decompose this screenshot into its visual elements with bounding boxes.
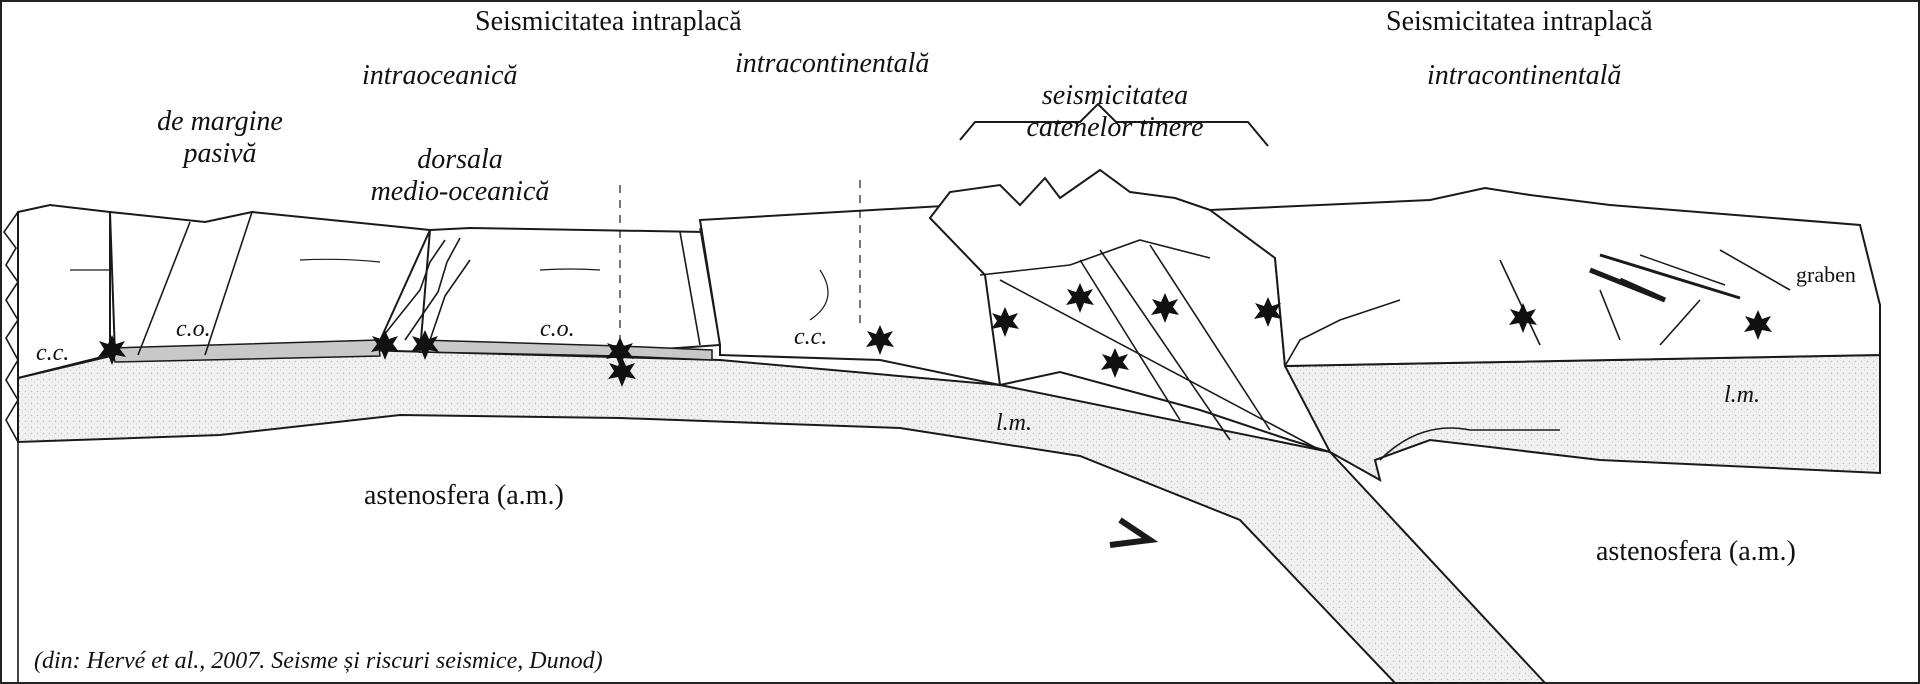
young-chains-line-2: catenelor tinere — [995, 112, 1235, 144]
label-intracontinental-mid: intracontinentală — [735, 48, 929, 80]
label-mid-ocean-ridge: dorsala medio-oceanică — [355, 144, 565, 208]
label-graben: graben — [1796, 262, 1856, 287]
label-lm-right: l.m. — [1724, 382, 1760, 410]
ridge-line-1: dorsala — [355, 144, 565, 176]
ridge-line-2: medio-oceanică — [355, 176, 565, 208]
label-intracontinental-right: intracontinentală — [1427, 60, 1621, 92]
label-co-left: c.o. — [176, 316, 211, 344]
label-lm-mid: l.m. — [996, 410, 1032, 438]
passive-margin-line-1: de margine — [140, 106, 300, 138]
label-asthenosphere-left: astenosfera (a.m.) — [364, 480, 564, 512]
title-intraplate-left: Seismicitatea intraplacă — [475, 6, 742, 38]
passive-margin-line-2: pasivă — [140, 138, 300, 170]
label-cc-mid: c.c. — [794, 324, 827, 352]
oceanic-crust-left — [110, 212, 430, 355]
label-co-mid: c.o. — [540, 316, 575, 344]
title-intraplate-right: Seismicitatea intraplacă — [1386, 6, 1653, 38]
label-intraoceanic: intraoceanică — [362, 60, 518, 92]
label-cc-left: c.c. — [36, 340, 69, 368]
label-asthenosphere-right: astenosfera (a.m.) — [1596, 536, 1796, 568]
figure-caption: (din: Hervé et al., 2007. Seisme și risc… — [34, 648, 603, 676]
label-young-chains: seismicitatea catenelor tinere — [995, 80, 1235, 144]
label-passive-margin: de margine pasivă — [140, 106, 300, 170]
young-chains-line-1: seismicitatea — [995, 80, 1235, 112]
